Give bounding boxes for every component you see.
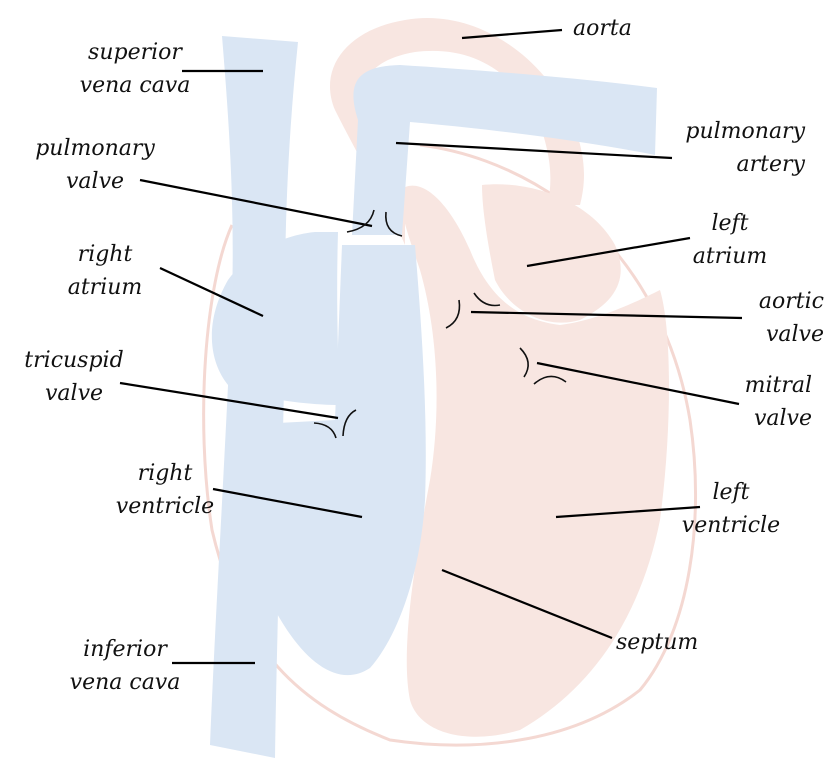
label-right-ventricle-line-1: right [100, 457, 230, 490]
label-mitral-valve-line-2: valve [700, 402, 812, 435]
label-right-atrium: right atrium [40, 238, 170, 304]
label-left-atrium-line-1: left [660, 207, 800, 240]
label-inferior-vena-cava-line-1: inferior [55, 633, 195, 666]
label-superior-vena-cava: superior vena cava [60, 36, 210, 102]
label-right-atrium-line-2: atrium [40, 271, 170, 304]
label-aorta: aorta [573, 12, 632, 45]
label-pulmonary-artery-line-1: pulmonary [620, 115, 805, 148]
label-tricuspid-valve: tricuspid valve [0, 344, 148, 410]
label-superior-vena-cava-line-1: superior [60, 36, 210, 69]
label-pulmonary-artery-line-2: artery [620, 148, 805, 181]
label-mitral-valve: mitral valve [700, 369, 812, 435]
label-superior-vena-cava-line-2: vena cava [60, 69, 210, 102]
label-inferior-vena-cava: inferior vena cava [55, 633, 195, 699]
label-left-ventricle-line-2: ventricle [665, 509, 797, 542]
label-left-ventricle: left ventricle [665, 476, 797, 542]
label-mitral-valve-line-1: mitral [700, 369, 812, 402]
label-aorta-line-1: aorta [573, 12, 632, 45]
label-tricuspid-valve-line-1: tricuspid [0, 344, 148, 377]
label-right-atrium-line-1: right [40, 238, 170, 271]
label-pulmonary-valve-line-1: pulmonary [10, 132, 180, 165]
label-right-ventricle: right ventricle [100, 457, 230, 523]
label-pulmonary-artery: pulmonary artery [620, 115, 805, 181]
label-left-atrium: left atrium [660, 207, 800, 273]
label-aortic-valve: aortic valve [690, 285, 824, 351]
label-inferior-vena-cava-line-2: vena cava [55, 666, 195, 699]
label-septum: septum [616, 626, 698, 659]
label-aortic-valve-line-1: aortic [690, 285, 824, 318]
label-left-ventricle-line-1: left [665, 476, 797, 509]
label-pulmonary-valve: pulmonary valve [10, 132, 180, 198]
label-septum-line-1: septum [616, 626, 698, 659]
label-pulmonary-valve-line-2: valve [10, 165, 180, 198]
label-right-ventricle-line-2: ventricle [100, 490, 230, 523]
right-atrium [212, 232, 340, 405]
label-tricuspid-valve-line-2: valve [0, 377, 148, 410]
label-left-atrium-line-2: atrium [660, 240, 800, 273]
label-aortic-valve-line-2: valve [690, 318, 824, 351]
